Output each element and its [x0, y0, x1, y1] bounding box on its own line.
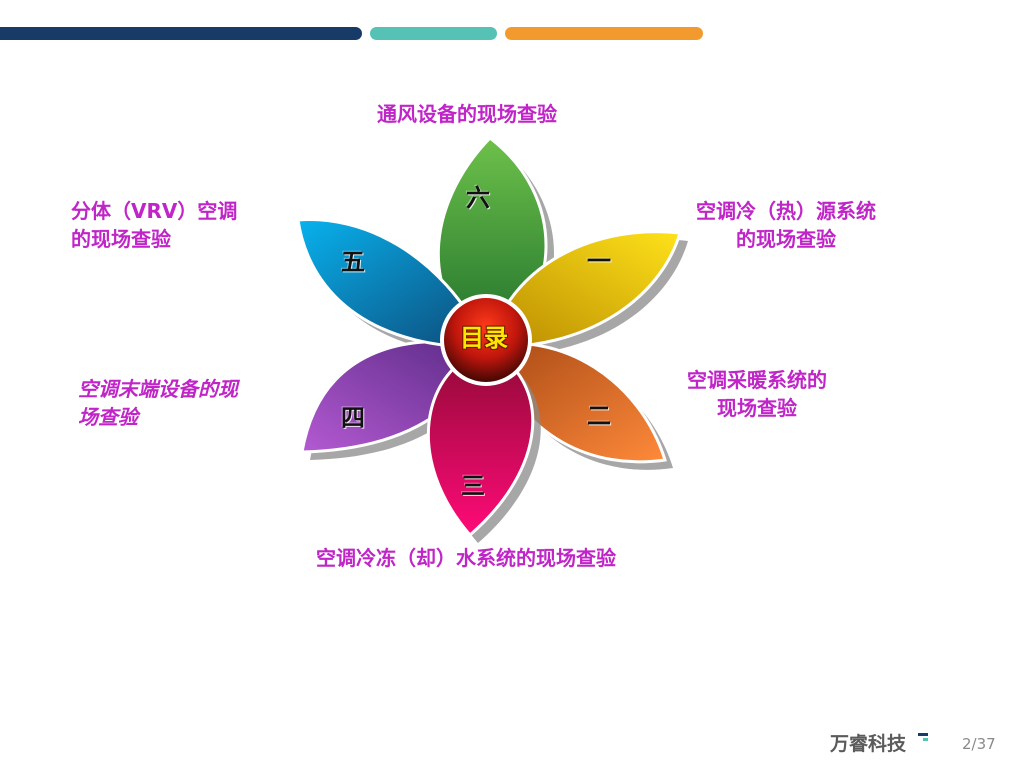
petal-two-number: 二 — [587, 402, 611, 430]
petal-four-number: 四 — [341, 404, 365, 432]
label-heating-system[interactable]: 空调采暖系统的 现场查验 — [687, 366, 827, 422]
label-chilled-water[interactable]: 空调冷冻（却）水系统的现场查验 — [316, 544, 616, 572]
header-bar-orange — [505, 27, 703, 40]
petal-six-number: 六 — [466, 184, 490, 212]
label-ventilation-text: 通风设备的现场查验 — [377, 102, 557, 126]
label-terminal-equipment-line2: 场查验 — [78, 405, 138, 429]
label-split-vrv-line2: 的现场查验 — [71, 227, 171, 251]
petal-five-number: 五 — [341, 248, 365, 276]
logo-mark-icon — [918, 733, 928, 741]
label-split-vrv[interactable]: 分体（VRV）空调 的现场查验 — [71, 197, 237, 253]
company-logo-text: 万睿科技 — [830, 733, 907, 755]
label-heating-system-line2: 现场查验 — [717, 396, 797, 420]
petal-three — [427, 345, 535, 538]
toc-title: 目录 — [460, 324, 508, 352]
label-cold-heat-source[interactable]: 空调冷（热）源系统 的现场查验 — [696, 197, 876, 253]
label-chilled-water-text: 空调冷冻（却）水系统的现场查验 — [316, 546, 616, 570]
center-circle — [440, 294, 532, 386]
page-number: 2/37 — [962, 735, 996, 753]
label-ventilation[interactable]: 通风设备的现场查验 — [377, 100, 557, 128]
label-heating-system-line1: 空调采暖系统的 — [687, 368, 827, 392]
header-bar-teal — [370, 27, 497, 40]
petal-one — [486, 230, 682, 349]
label-split-vrv-line1: 分体（VRV）空调 — [71, 199, 238, 223]
header-bar-navy — [0, 27, 362, 40]
label-terminal-equipment-line1: 空调末端设备的现 — [78, 377, 238, 401]
petal-one-number: 一 — [587, 247, 611, 275]
petal-three-number: 三 — [461, 472, 485, 500]
petal-five — [296, 218, 491, 349]
label-cold-heat-source-line1: 空调冷（热）源系统 — [696, 199, 876, 223]
label-cold-heat-source-line2: 的现场查验 — [736, 227, 836, 251]
label-terminal-equipment[interactable]: 空调末端设备的现 场查验 — [78, 375, 238, 431]
